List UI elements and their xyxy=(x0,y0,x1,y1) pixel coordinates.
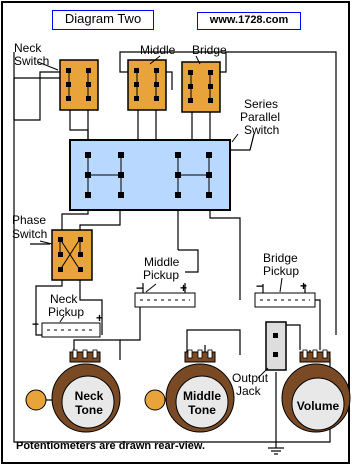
bridge-pickup-label-1: Bridge xyxy=(263,251,298,265)
output-jack xyxy=(265,321,287,371)
diagram-title: Diagram Two xyxy=(52,10,154,30)
neck-switch xyxy=(59,59,99,111)
bridge-pickup xyxy=(254,292,316,308)
middle-pickup-label-1: Middle xyxy=(144,255,180,269)
bridge-pickup-minus: − xyxy=(256,279,264,293)
neck-pickup-minus: − xyxy=(32,317,40,331)
leader-lines xyxy=(37,55,283,379)
middle-pickup-minus: − xyxy=(136,281,144,295)
volume-label: Volume xyxy=(296,399,340,413)
phase-switch-label-2: Switch xyxy=(12,227,48,241)
bridge-pickup-plus: + xyxy=(300,279,308,293)
bridge-switch xyxy=(181,61,221,113)
phase-switch xyxy=(51,229,93,281)
middle-tone-pot xyxy=(165,349,235,433)
neck-pickup xyxy=(41,322,101,338)
ground-icon xyxy=(268,447,284,455)
neck-pickup-label-2: Pickup xyxy=(48,305,85,319)
middle-tone-label-1: Middle xyxy=(183,389,221,403)
neck-switch-label-1: Neck xyxy=(14,41,42,55)
neck-pickup-plus: + xyxy=(96,311,104,325)
series-label-1: Series xyxy=(244,97,279,111)
middle-pickup xyxy=(134,292,196,308)
bridge-pickup-label-2: Pickup xyxy=(263,264,300,278)
footer-note: Potentiometers are drawn rear-view. xyxy=(16,440,206,452)
neck-tone-label-2: Tone xyxy=(75,403,103,417)
output-jack-label-1: Output xyxy=(232,371,269,385)
middle-pickup-label-2: Pickup xyxy=(143,268,180,282)
middle-switch-label: Middle xyxy=(140,43,176,57)
middle-tone-label-2: Tone xyxy=(188,403,216,417)
middle-pickup-plus: + xyxy=(180,281,188,295)
series-parallel-switch xyxy=(69,139,231,211)
middle-switch xyxy=(127,59,167,111)
middle-tone-capacitor xyxy=(144,389,166,411)
neck-tone-label-1: Neck xyxy=(74,389,104,403)
neck-tone-pot xyxy=(51,349,121,433)
series-label-2: Parallel xyxy=(240,110,281,124)
neck-pickup-label-1: Neck xyxy=(50,292,78,306)
phase-switch-label-1: Phase xyxy=(12,213,47,227)
website-label: www.1728.com xyxy=(197,12,301,30)
series-label-3: Switch xyxy=(244,123,280,137)
bridge-switch-label: Bridge xyxy=(192,43,227,57)
neck-tone-capacitor xyxy=(25,389,47,411)
output-jack-label-2: Jack xyxy=(236,384,261,398)
neck-switch-label-2: Switch xyxy=(14,54,50,68)
volume-pot xyxy=(281,349,351,433)
